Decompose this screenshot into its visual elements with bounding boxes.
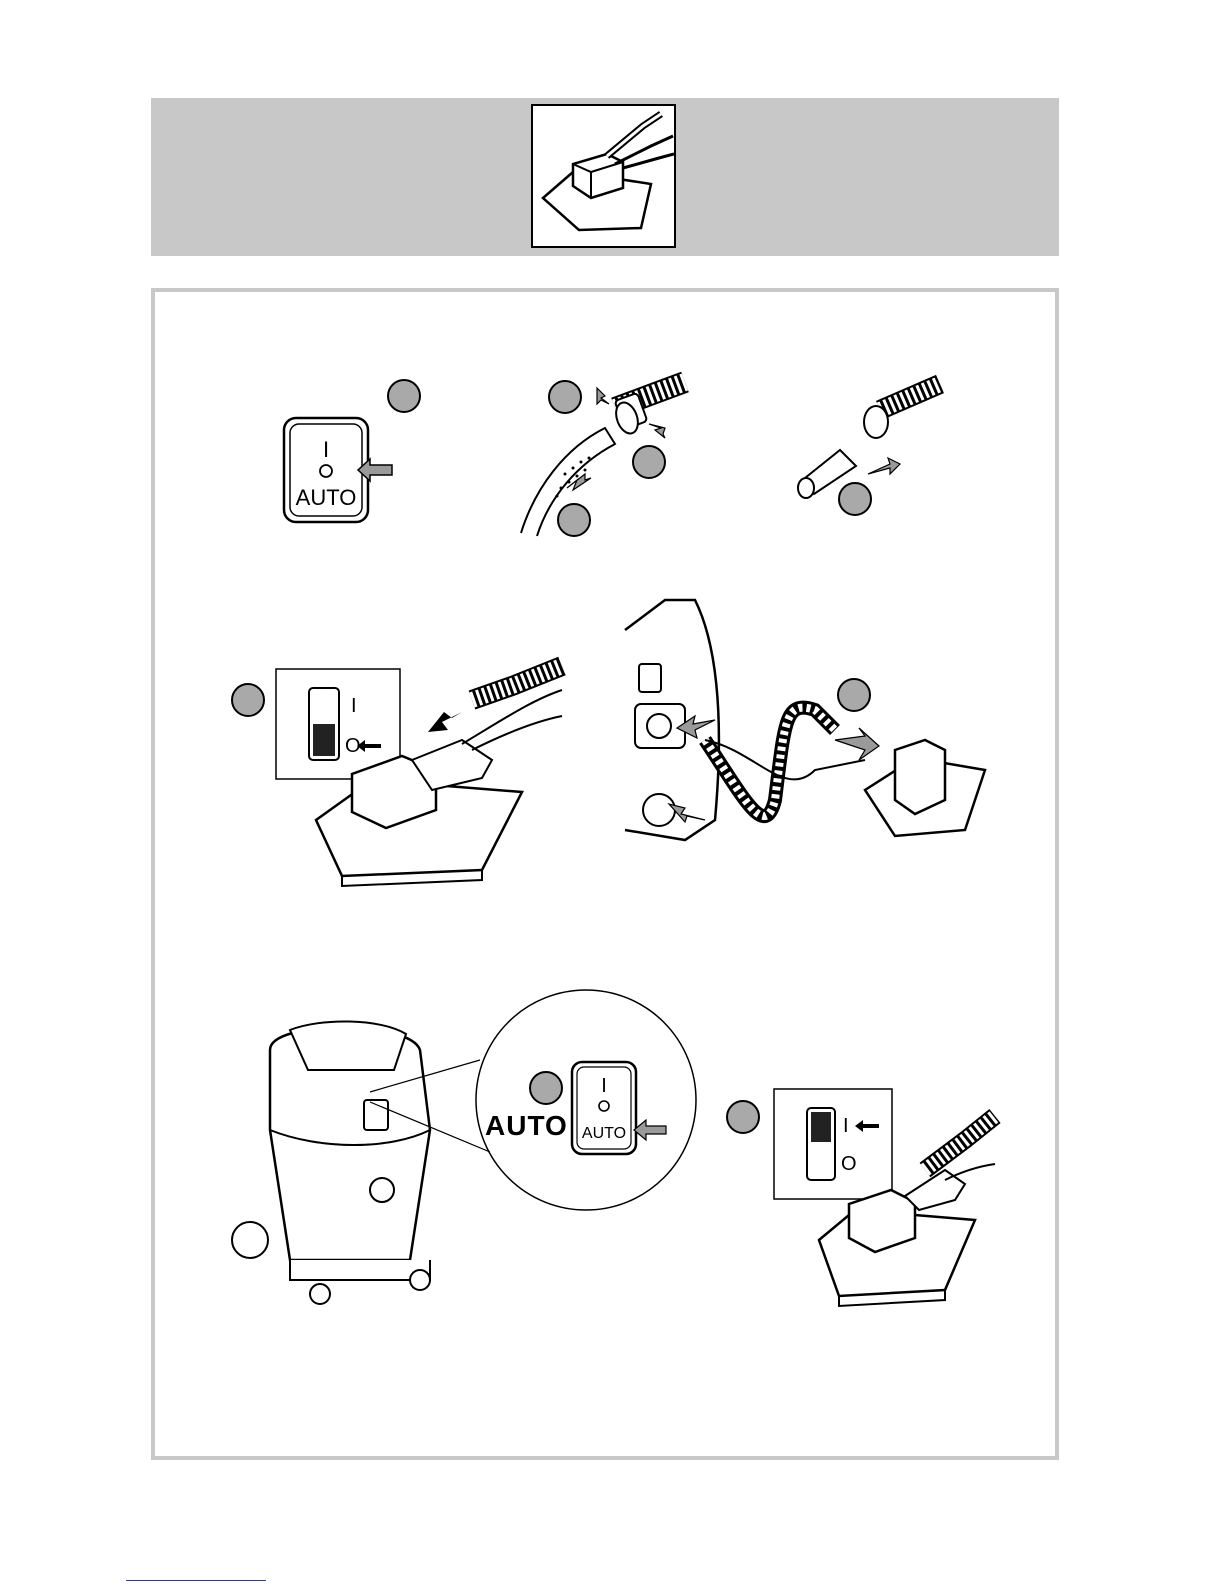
header-band (151, 98, 1059, 256)
vacuum-connection-icon (625, 600, 995, 900)
hose-icon (515, 378, 695, 538)
switch-on-label: I (601, 1075, 607, 1097)
nozzle-icon (533, 106, 674, 246)
switch-on-label: I (323, 437, 329, 462)
header-icon-frame (531, 104, 676, 248)
switch-auto-label: AUTO (296, 485, 357, 510)
auto-switch-icon: I AUTO (570, 1060, 680, 1160)
footer-link-rule (126, 1580, 266, 1581)
adapter-icon (790, 380, 950, 500)
step-marker-6 (231, 683, 265, 717)
arrow-icon (634, 1120, 666, 1140)
step-marker-1 (387, 379, 421, 413)
step-marker-9 (726, 1100, 760, 1134)
step-marker-8 (529, 1071, 563, 1105)
nozzle-icon (815, 1110, 995, 1310)
auto-switch-icon: I AUTO (280, 415, 400, 525)
switch-auto-label: AUTO (582, 1125, 626, 1142)
auto-label: AUTO (485, 1110, 568, 1142)
nozzle-icon (312, 660, 562, 890)
